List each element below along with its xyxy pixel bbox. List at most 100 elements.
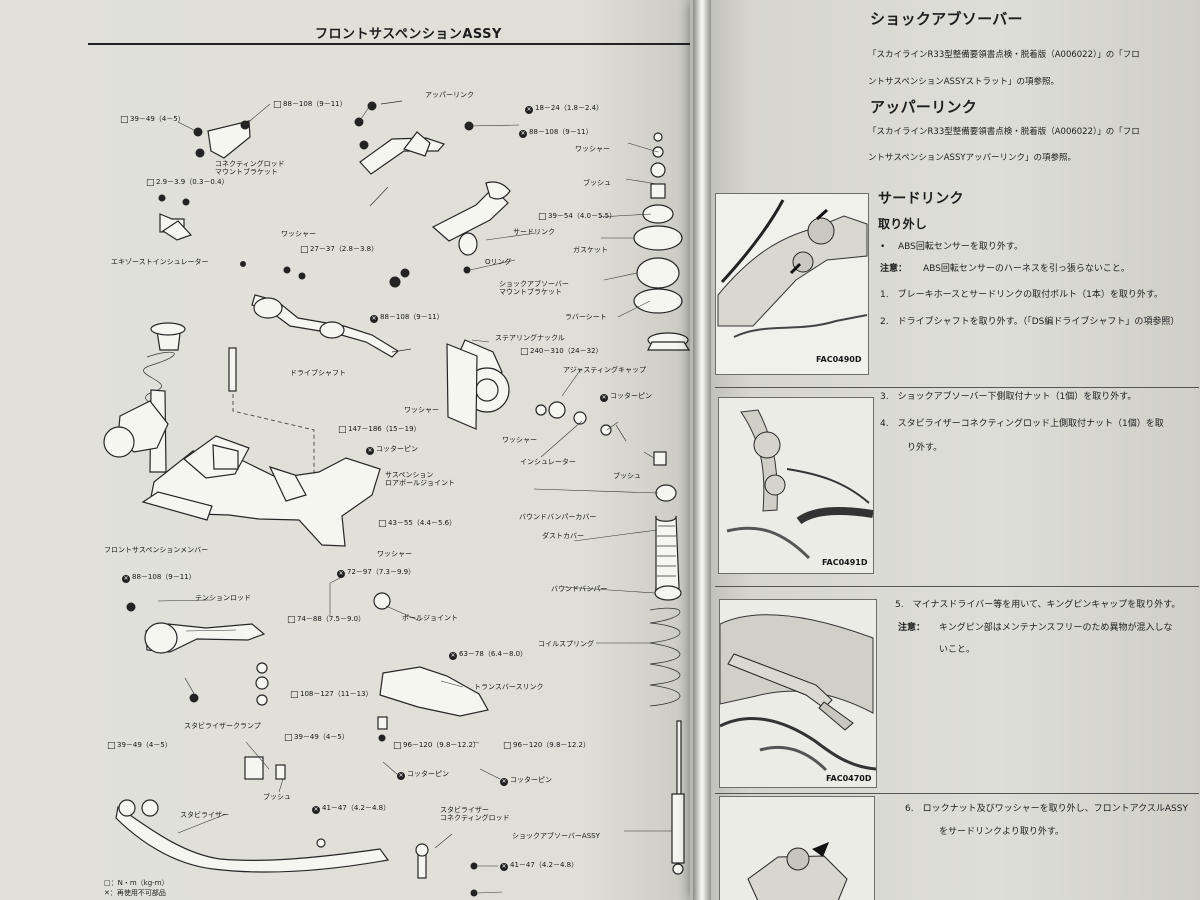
diagram-legend: □：N・m（kg-m） ✕：再使用不可部品 xyxy=(104,878,169,898)
first-note-text: ABS回転センサーのハーネスを引っ張らないこと。 xyxy=(923,264,1130,274)
removal-subheading: 取り外し xyxy=(878,217,928,231)
torque-label-t11: 43－55（4.4－5.6） xyxy=(378,519,456,528)
washer-label-4: ワッシャー xyxy=(502,436,537,444)
shock-absorber-reference-line-2: ントサスペンションASSYストラット」の項参照。 xyxy=(868,77,1060,87)
bound-bumper-label: バウンドバンパー xyxy=(551,585,608,593)
step-four-line-two: り外す。 xyxy=(907,443,943,453)
tension-rod-label: テンションロッド xyxy=(195,594,251,602)
exhaust-insulator-label: エキゾーストインシュレーター xyxy=(111,258,209,266)
torque-label-t21: 41－47（4.2－4.8） xyxy=(312,804,390,814)
washer-label-5: ワッシャー xyxy=(377,550,412,558)
washer-label-2: ワッシャー xyxy=(281,230,316,238)
torque-label-t4: 18－24（1.8－2.4） xyxy=(525,104,603,114)
torque-label-t5: 88－108（9－11） xyxy=(519,128,593,138)
legend-text: □：N・m（kg-m） ✕：再使用不可部品 xyxy=(104,879,169,897)
third-link-heading: サードリンク xyxy=(878,191,964,207)
bush-label-3: ブッシュ xyxy=(263,793,291,801)
front-suspension-member-label: フロントサスペンションメンバー xyxy=(104,546,209,554)
photo-code-fac0491d: FAC0491D xyxy=(822,558,868,567)
second-note-label: 注意： xyxy=(898,623,926,633)
section-divider-3 xyxy=(715,793,1199,794)
photo-fac0470d-drawing xyxy=(720,600,876,787)
dust-cover-label: ダストカバー xyxy=(542,532,584,540)
coil-spring-label: コイルスプリング xyxy=(538,640,594,648)
torque-label-t1: 39－49（4－5） xyxy=(120,115,185,124)
ball-joint-label: ボールジョイント xyxy=(402,614,458,622)
front-suspension-assy-title: フロントサスペンションASSY xyxy=(315,27,502,42)
torque-label-t14: 74－88（7.5－9.0） xyxy=(287,615,365,624)
photo-code-fac0490d: FAC0490D xyxy=(816,355,862,364)
drive-shaft-part xyxy=(240,261,412,358)
left-manual-page: フロントサスペンションASSY xyxy=(0,0,708,900)
front-suspension-exploded-diagram xyxy=(103,100,691,897)
torque-label-t20: 96－120（9.8－12.2） xyxy=(503,741,590,750)
torque-label-t22: 41－47（4.2－4.8） xyxy=(500,861,578,871)
steering-knuckle-label: ステアリングナックル xyxy=(495,334,565,342)
book-spine-shadow xyxy=(693,0,711,900)
left-page-header-rule xyxy=(88,43,690,45)
upper-link-heading: アッパーリンク xyxy=(870,98,978,116)
torque-label-t2: 88－108（9－11） xyxy=(273,100,347,109)
knuckle-and-hub-parts xyxy=(446,339,627,442)
partial-bottom-photo xyxy=(719,796,875,900)
right-manual-page: ショックアブソーバー 「スカイラインR33型整備要領書点検・脱着版（A00602… xyxy=(690,0,1200,900)
rubber-sheet-label: ラバーシート xyxy=(565,313,607,321)
first-note-label: 注意： xyxy=(880,264,908,274)
torque-label-t18: 39－49（4－5） xyxy=(284,733,349,742)
upper-link-reference-line-1: 「スカイラインR33型整備要領書点検・脱着版（A006022）」の「フロ xyxy=(868,127,1140,137)
torque-label-t17: 39－49（4－5） xyxy=(107,741,172,750)
torque-label-t6: 27－37（2.8－3.8） xyxy=(300,245,378,254)
torque-label-t16: 108－127（11－13） xyxy=(290,690,373,699)
torque-label-t19: 96－120（9.8－12.2） xyxy=(393,741,480,750)
shock-mount-bracket-label: ショックアブソーバー マウントブラケット xyxy=(499,280,569,296)
step-six-line-two: をサードリンクより取り外す。 xyxy=(939,827,1064,837)
photo-fac0490d-drawing xyxy=(717,199,868,338)
shock-absorber-stack-parts xyxy=(633,132,691,875)
bush-label-2: ブッシュ xyxy=(613,472,641,480)
photo-fac0491d: FAC0491D xyxy=(718,397,874,574)
diagram-leader-lines xyxy=(157,103,672,894)
bush-label-1: ブッシュ xyxy=(583,179,611,187)
photo-fac0490d: FAC0490D xyxy=(715,193,869,375)
third-link-label: サードリンク xyxy=(513,228,555,236)
insulator-label: インシュレーター xyxy=(520,458,576,466)
cotter-pin-label-3: コッターピン xyxy=(397,770,449,780)
bullet-marker: • xyxy=(880,242,886,252)
step-five: 5. マイナスドライバー等を用いて、キングピンキャップを取り外す。 xyxy=(895,600,1181,610)
bound-bumper-cover-label: バウンドバンパーカバー xyxy=(519,513,597,521)
lower-arm-and-stabilizer-parts xyxy=(115,592,489,897)
upper-link-label: アッパーリンク xyxy=(425,91,474,99)
photo-code-fac0470d: FAC0470D xyxy=(826,774,872,783)
torque-label-t7: 39－54（4.0－5.5） xyxy=(538,212,616,221)
torque-label-t13: 88－108（9－11） xyxy=(122,573,196,583)
section-divider-1 xyxy=(715,387,1199,388)
lower-ball-joint-label: サスペンション ロアボールジョイント xyxy=(385,471,455,487)
washer-label-1: ワッシャー xyxy=(575,145,610,153)
front-strut-and-member-parts xyxy=(103,322,381,547)
torque-label-t8: 88－108（9－11） xyxy=(370,313,444,323)
step-one: 1. ブレーキホースとサードリンクの取付ボルト（1本）を取り外す。 xyxy=(880,290,1163,300)
step-three: 3. ショックアブソーバー下側取付ナット（1個）を取り外す。 xyxy=(880,392,1137,402)
torque-label-t3: 2.9－3.9（0.3－0.4） xyxy=(146,178,229,187)
torque-label-t9: 240－310（24－32） xyxy=(520,347,603,356)
cotter-pin-label-4: コッターピン xyxy=(500,776,552,786)
second-note-line-one: キングピン部はメンテナンスフリーのため異物が混入しな xyxy=(939,623,1173,633)
connecting-rod-mount-label: コネクティングロッド マウントブラケット xyxy=(215,160,285,176)
o-ring-label: Oリング xyxy=(485,258,512,266)
stabilizer-clamp-label: スタビライザークランプ xyxy=(184,722,261,730)
cotter-pin-label-2: コッターピン xyxy=(366,445,418,455)
stabilizer-label: スタビライザー xyxy=(180,811,229,819)
step-four-line-one: 4. スタビライザーコネクティングロッド上側取付ナット（1個）を取 xyxy=(880,419,1164,429)
washer-label-3: ワッシャー xyxy=(404,406,439,414)
step-six-line-one: 6. ロックナット及びワッシャーを取り外し、フロントアクスルASSY xyxy=(905,804,1188,814)
cotter-pin-label-1: コッターピン xyxy=(600,392,652,402)
upper-link-reference-line-2: ントサスペンションASSYアッパーリンク」の項参照。 xyxy=(868,153,1077,163)
torque-label-t15: 63－78（6.4－8.0） xyxy=(449,650,527,660)
upper-assembly-parts xyxy=(158,100,511,288)
shock-absorber-assy-label: ショックアブソーバーASSY xyxy=(512,832,600,840)
photo-fac0491d-drawing xyxy=(719,398,873,573)
shock-absorber-reference-line-1: 「スカイラインR33型整備要領書点検・脱着版（A006022）」の「フロ xyxy=(868,50,1140,60)
torque-label-t10: 147－186（15－19） xyxy=(338,425,421,434)
stabilizer-rod-label: スタビライザー コネクティングロッド xyxy=(440,806,510,822)
abs-sensor-instruction: ABS回転センサーを取り外す。 xyxy=(898,242,1023,252)
